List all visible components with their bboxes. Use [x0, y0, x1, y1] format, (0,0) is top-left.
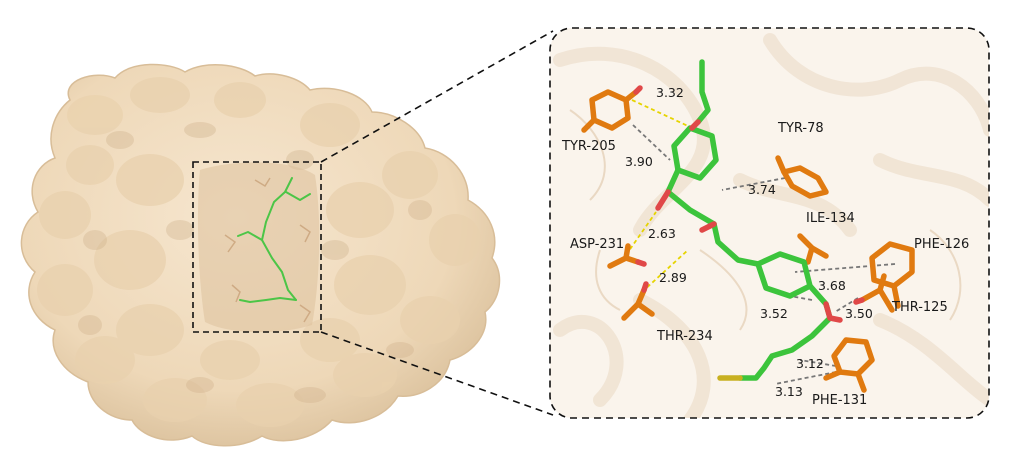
distance-9: 3.12 — [796, 356, 824, 371]
residue-thr125 — [859, 273, 895, 313]
contact-phe131a — [799, 359, 837, 367]
residue-phe126 — [869, 241, 915, 309]
distance-3: 3.74 — [748, 182, 776, 197]
distance-1: 3.32 — [656, 85, 684, 100]
contact-tyr78 — [721, 177, 786, 191]
label-tyr205: TYR-205 — [561, 139, 616, 154]
selection-box — [192, 161, 322, 333]
hbond-asp231 — [625, 211, 657, 256]
label-phe126: PHE-126 — [914, 237, 969, 252]
distance-7: 3.52 — [760, 306, 788, 321]
interaction-lines — [625, 99, 896, 385]
distance-6: 3.68 — [818, 278, 846, 293]
ligand-atoms — [655, 119, 843, 381]
residue-phe131 — [823, 337, 875, 393]
contact-thr125 — [834, 297, 859, 313]
contact-phe131b — [774, 371, 837, 385]
label-thr125: THR-125 — [891, 300, 948, 315]
residue-sticks — [581, 89, 915, 393]
residue-labels: TYR-205 TYR-78 ILE-134 PHE-126 ASP-231 T… — [561, 121, 969, 408]
label-ile134: ILE-134 — [806, 211, 855, 226]
contact-tyr205 — [632, 124, 671, 161]
connector-top — [320, 30, 554, 163]
distance-8: 3.50 — [845, 306, 873, 321]
label-asp231: ASP-231 — [570, 237, 624, 252]
hbond-tyr205 — [631, 99, 689, 127]
hbond-thr234 — [641, 249, 689, 293]
distance-5: 2.89 — [659, 270, 687, 285]
connector-bottom — [320, 331, 554, 416]
distance-labels: 3.32 3.90 3.74 2.63 2.89 3.68 3.52 3.50 … — [625, 85, 873, 399]
residue-tyr78 — [775, 155, 829, 199]
contact-phe126 — [794, 263, 896, 273]
protein-surface — [20, 63, 501, 447]
residue-ile134 — [797, 233, 829, 265]
zoom-frame — [549, 27, 990, 419]
contact-ring — [789, 295, 813, 301]
label-tyr78: TYR-78 — [777, 121, 824, 136]
distance-10: 3.13 — [775, 384, 803, 399]
residue-atoms — [633, 85, 865, 305]
residue-asp231 — [607, 243, 641, 269]
label-thr234: THR-234 — [656, 329, 713, 344]
zoom-panel — [550, 28, 989, 418]
distance-4: 2.63 — [648, 226, 676, 241]
distance-2: 3.90 — [625, 154, 653, 169]
label-phe131: PHE-131 — [812, 393, 867, 408]
